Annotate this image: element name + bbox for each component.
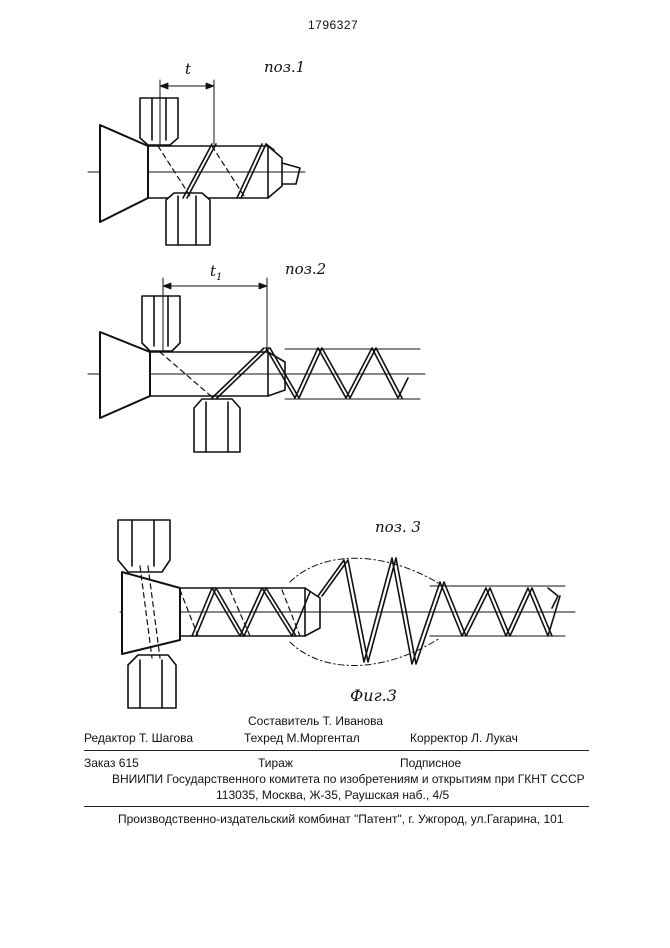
- techred: Техред М.Моргентал: [244, 731, 360, 745]
- drawing: [87, 79, 576, 709]
- dimension-t1-label: t1: [210, 262, 223, 283]
- order: Заказ 615: [84, 756, 139, 770]
- pos1-label: поз.1: [264, 58, 306, 76]
- figure-caption: Фиг.3: [350, 686, 397, 705]
- subscription: Подписное: [400, 756, 462, 770]
- pos1-drawing: [87, 79, 306, 246]
- corrector: Корректор Л. Лукач: [410, 731, 518, 745]
- patent-number: 1796327: [308, 18, 359, 32]
- address: 113035, Москва, Ж-35, Раушская наб., 4/5: [216, 788, 450, 802]
- divider-top: [84, 750, 589, 751]
- pos3-drawing: [117, 519, 576, 709]
- pos3-label: поз. 3: [375, 518, 421, 536]
- editor: Редактор Т. Шагова: [84, 731, 194, 745]
- org: ВНИИПИ Государственного комитета по изоб…: [112, 772, 585, 786]
- pos2-label: поз.2: [285, 260, 327, 278]
- composer: Составитель Т. Иванова: [248, 714, 384, 728]
- dimension-t-label: t: [185, 60, 192, 78]
- pos2-drawing: [87, 277, 426, 453]
- circulation: Тираж: [258, 756, 293, 770]
- publisher: Производственно-издательский комбинат "П…: [118, 812, 564, 826]
- divider-bottom: [84, 806, 589, 807]
